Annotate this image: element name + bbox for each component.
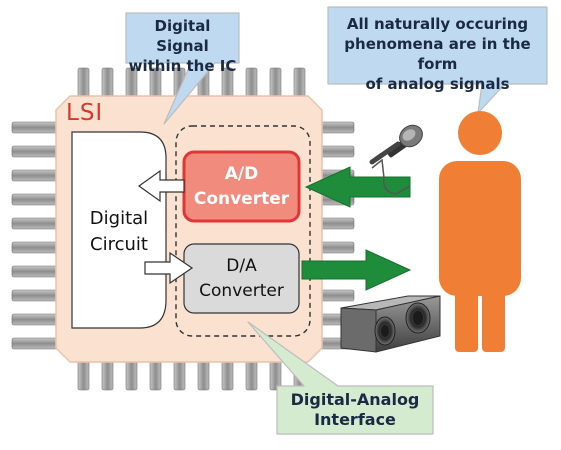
callout-digital-signal-bubble bbox=[125, 12, 240, 125]
chip-pin bbox=[77, 359, 90, 391]
chip-pin bbox=[101, 67, 114, 99]
lsi-chip-label: LSI bbox=[66, 100, 104, 126]
chip-pin bbox=[319, 289, 355, 302]
chip-pin bbox=[11, 193, 59, 206]
interface-boundary bbox=[175, 125, 311, 337]
chip-pin bbox=[11, 121, 59, 134]
ad-converter-box bbox=[182, 150, 301, 223]
chip-pin bbox=[319, 121, 355, 134]
chip-pin bbox=[11, 145, 59, 158]
chip-pin bbox=[245, 67, 258, 99]
microphone-icon bbox=[369, 124, 423, 195]
chip-pin bbox=[125, 67, 138, 99]
chip-pin bbox=[11, 217, 59, 230]
digital-circuit-block bbox=[71, 131, 167, 329]
chip-pin bbox=[319, 241, 355, 254]
chip-pin bbox=[125, 359, 138, 391]
chip-pins-left bbox=[11, 121, 59, 350]
chip-pin bbox=[319, 145, 355, 158]
da-converter-box bbox=[183, 243, 300, 314]
chip-pin bbox=[269, 67, 282, 99]
person-icon bbox=[439, 111, 521, 352]
chip-pin bbox=[11, 289, 59, 302]
chip-pin bbox=[149, 67, 162, 99]
callout-interface-bubble bbox=[247, 321, 434, 435]
arrow-ad-to-digital bbox=[137, 169, 185, 203]
chip-pin bbox=[173, 359, 186, 391]
chip-pin bbox=[149, 359, 162, 391]
chip-pin bbox=[101, 359, 114, 391]
speaker-icon bbox=[340, 295, 441, 353]
chip-pin bbox=[319, 217, 355, 230]
chip-pin bbox=[77, 67, 90, 99]
callout-analog-bubble bbox=[327, 6, 548, 114]
chip-pin bbox=[11, 337, 59, 350]
arrow-digital-to-da bbox=[144, 251, 194, 285]
arrow-analog-out bbox=[301, 249, 412, 291]
chip-pin bbox=[293, 67, 306, 99]
chip-pin bbox=[221, 67, 234, 99]
chip-pin bbox=[11, 313, 59, 326]
chip-pin bbox=[11, 265, 59, 278]
chip-pin bbox=[221, 359, 234, 391]
chip-pin bbox=[11, 241, 59, 254]
chip-pins-bottom bbox=[77, 359, 306, 391]
chip-pin bbox=[245, 359, 258, 391]
chip-pin bbox=[197, 359, 210, 391]
chip-pin bbox=[11, 169, 59, 182]
